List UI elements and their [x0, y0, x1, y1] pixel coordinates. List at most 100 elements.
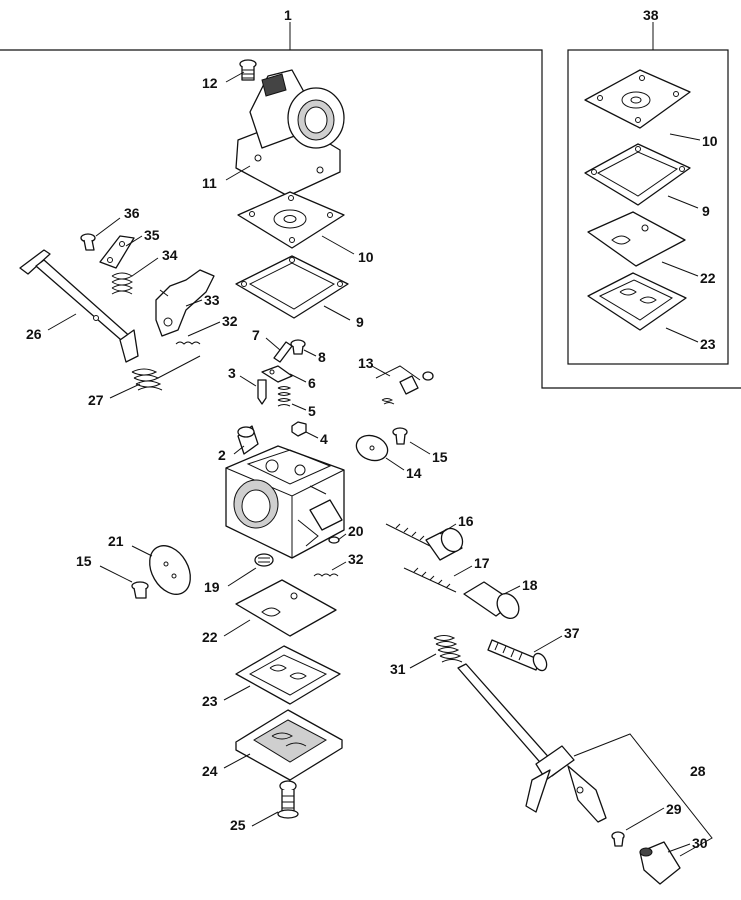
label-4: 4 — [320, 431, 328, 447]
label-25: 25 — [230, 817, 246, 833]
cap-18 — [463, 581, 520, 619]
label-38: 38 — [643, 7, 659, 23]
leader-12 — [225, 71, 245, 83]
leader-34 — [131, 257, 159, 277]
label-6: 6 — [308, 375, 316, 391]
label-19: 19 — [204, 579, 220, 595]
leader-2 — [233, 445, 245, 455]
label-k23: 23 — [700, 336, 716, 352]
kit-38-frame — [567, 49, 729, 365]
label-10: 10 — [358, 249, 374, 265]
leader-26 — [47, 313, 77, 331]
spring-31 — [433, 635, 463, 663]
leader-21 — [131, 545, 153, 557]
spring-32-upper — [175, 341, 201, 345]
label-26: 26 — [26, 326, 42, 342]
leader-25 — [251, 811, 279, 827]
knob-30 — [639, 841, 681, 885]
label-33: 33 — [204, 292, 220, 308]
screw-37 — [487, 639, 548, 672]
gasket-23 — [235, 645, 341, 705]
label-22: 22 — [202, 629, 218, 645]
leader-5 — [291, 403, 307, 411]
spring-32-lower — [313, 573, 339, 577]
leader-14 — [385, 457, 405, 471]
label-24: 24 — [202, 763, 218, 779]
screw-15-lower — [131, 581, 149, 599]
label-36: 36 — [124, 205, 140, 221]
pin-20 — [328, 536, 340, 544]
leader-18 — [503, 585, 521, 595]
screw-36 — [80, 233, 96, 251]
plate-35 — [99, 235, 135, 269]
kit-gasket-9 — [584, 143, 691, 206]
label-k22: 22 — [700, 270, 716, 286]
leader-20 — [337, 533, 347, 541]
leader-32 — [187, 321, 221, 337]
label-30: 30 — [692, 835, 708, 851]
label-18: 18 — [522, 577, 538, 593]
leader-22 — [223, 619, 251, 637]
gasket-9 — [235, 255, 349, 319]
label-7: 7 — [252, 327, 260, 343]
diaphragm-10 — [237, 191, 345, 249]
leader-7 — [265, 337, 281, 351]
leader-30 — [667, 843, 691, 853]
choke-shaft-28 — [457, 663, 607, 823]
label-14: 14 — [406, 465, 422, 481]
screw-25 — [277, 780, 299, 819]
leader-8 — [303, 349, 317, 357]
spring-27 — [131, 355, 201, 391]
shaft-26 — [19, 249, 139, 363]
label-20: 20 — [348, 523, 364, 539]
assembly-1-frame — [0, 49, 741, 389]
leader-3 — [239, 375, 257, 387]
leader-4 — [305, 431, 319, 439]
label-32: 32 — [222, 313, 238, 329]
label-15: 15 — [432, 449, 448, 465]
leader-29 — [625, 807, 665, 831]
label-1: 1 — [284, 7, 292, 23]
label-3: 3 — [228, 365, 236, 381]
screw-15-upper — [392, 427, 408, 445]
leader-36 — [95, 217, 121, 237]
spring-5 — [277, 386, 292, 407]
label-8: 8 — [318, 349, 326, 365]
leader-23 — [223, 685, 251, 701]
leader-37 — [533, 635, 563, 653]
leader-16 — [439, 523, 457, 535]
cover-24 — [235, 709, 343, 781]
leader-27 — [109, 383, 141, 399]
screw-29 — [611, 831, 625, 847]
pin-7 — [273, 341, 293, 363]
label-12: 12 — [202, 75, 218, 91]
needle-3 — [257, 379, 267, 405]
screw-12 — [239, 59, 257, 81]
needle-16 — [385, 523, 464, 561]
leader-6 — [289, 373, 307, 383]
leader-13 — [371, 365, 391, 377]
screw-8 — [290, 339, 306, 355]
label-16: 16 — [458, 513, 474, 529]
label-28: 28 — [690, 763, 706, 779]
leader-15 — [409, 441, 431, 455]
bracket-28 — [573, 733, 713, 857]
leader-24 — [223, 753, 251, 769]
label-17: 17 — [474, 555, 490, 571]
spring-34 — [111, 272, 133, 295]
plug-2 — [237, 425, 259, 455]
kit-gasket-22 — [587, 211, 686, 267]
leader-31 — [409, 653, 437, 669]
leader-11 — [225, 165, 251, 181]
label-34: 34 — [162, 247, 178, 263]
lever-6 — [261, 365, 293, 383]
leader-9 — [323, 305, 351, 321]
leader-19 — [227, 567, 257, 587]
label-13: 13 — [358, 355, 374, 371]
label-31: 31 — [390, 661, 406, 677]
label-37: 37 — [564, 625, 580, 641]
label-15b: 15 — [76, 553, 92, 569]
leader-17 — [453, 565, 473, 577]
label-5: 5 — [308, 403, 316, 419]
